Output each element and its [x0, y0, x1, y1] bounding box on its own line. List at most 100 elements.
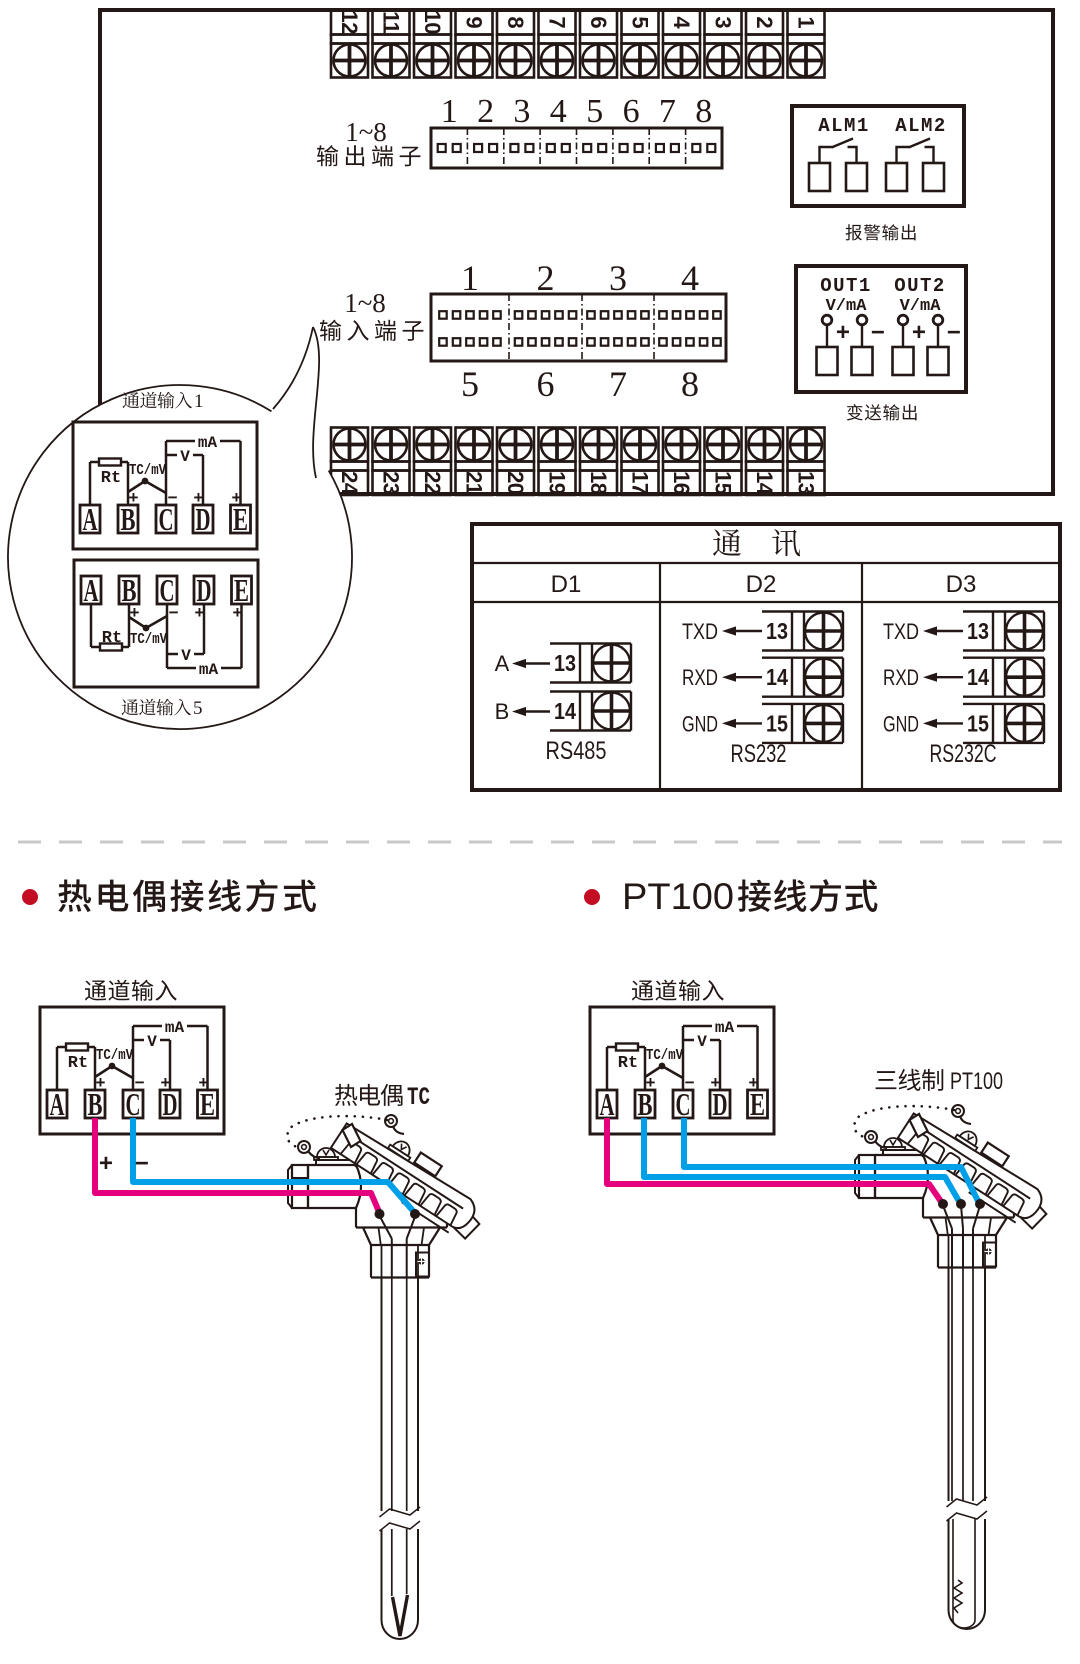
svg-text:E: E	[233, 501, 248, 537]
svg-text:D: D	[163, 1086, 178, 1122]
svg-text:PT100: PT100	[950, 1068, 1003, 1095]
svg-text:9: 9	[462, 16, 487, 28]
svg-text:V/mA: V/mA	[900, 297, 942, 316]
svg-text:1: 1	[194, 391, 204, 412]
svg-text:15: 15	[766, 710, 788, 736]
svg-text:4: 4	[669, 16, 694, 29]
svg-text:−: −	[135, 1152, 149, 1179]
svg-text:V/mA: V/mA	[826, 297, 868, 316]
svg-text:−: −	[134, 1075, 144, 1094]
svg-text:B: B	[121, 501, 136, 537]
svg-text:RXD: RXD	[883, 665, 919, 690]
svg-text:RS232: RS232	[731, 740, 787, 768]
svg-text:+: +	[194, 605, 204, 624]
svg-text:15: 15	[967, 710, 989, 736]
svg-text:13: 13	[554, 650, 576, 676]
svg-text:−: −	[947, 321, 961, 348]
svg-text:14: 14	[766, 664, 788, 690]
svg-text:TC/mV: TC/mV	[646, 1047, 683, 1064]
svg-text:5: 5	[461, 364, 479, 404]
svg-text:8: 8	[695, 93, 712, 130]
svg-text:18: 18	[586, 471, 611, 495]
svg-text:RS485: RS485	[546, 737, 607, 765]
svg-text:E: E	[234, 572, 249, 608]
svg-text:1: 1	[441, 93, 458, 130]
svg-text:6: 6	[586, 16, 611, 28]
svg-text:7: 7	[609, 364, 627, 404]
svg-text:ALM2: ALM2	[895, 115, 947, 137]
svg-text:14: 14	[752, 471, 777, 496]
svg-text:+: +	[128, 490, 138, 509]
svg-text:−: −	[684, 1075, 694, 1094]
svg-text:C: C	[159, 501, 174, 537]
svg-text:4: 4	[550, 93, 567, 130]
svg-text:RXD: RXD	[682, 665, 718, 690]
svg-text:GND: GND	[883, 711, 919, 736]
svg-text:1~8: 1~8	[345, 117, 387, 147]
svg-text:E: E	[750, 1086, 765, 1122]
svg-text:4: 4	[681, 258, 699, 298]
svg-text:1: 1	[461, 258, 479, 298]
svg-text:3: 3	[711, 16, 736, 28]
svg-text:A: A	[83, 501, 98, 537]
svg-text:B: B	[122, 572, 137, 608]
svg-text:B: B	[638, 1086, 653, 1122]
svg-text:ALM1: ALM1	[818, 115, 870, 137]
svg-text:+: +	[912, 321, 926, 348]
svg-text:V: V	[181, 647, 191, 665]
svg-text:−: −	[871, 321, 885, 348]
svg-text:2: 2	[752, 16, 777, 28]
svg-text:+: +	[710, 1075, 720, 1094]
svg-text:14: 14	[967, 664, 989, 690]
svg-text:13: 13	[766, 618, 788, 644]
svg-text:mA: mA	[198, 434, 218, 452]
svg-text:21: 21	[462, 471, 487, 495]
svg-text:C: C	[160, 572, 175, 608]
svg-text:TXD: TXD	[883, 619, 919, 644]
svg-text:1~8: 1~8	[344, 288, 386, 318]
svg-text:−: −	[167, 490, 177, 509]
svg-text:A: A	[50, 1086, 65, 1122]
svg-text:+: +	[232, 605, 242, 624]
svg-text:19: 19	[545, 471, 570, 495]
svg-text:2: 2	[477, 93, 494, 130]
svg-text:2: 2	[537, 258, 555, 298]
svg-text:TC: TC	[407, 1083, 430, 1112]
svg-text:16: 16	[669, 471, 694, 495]
svg-text:8: 8	[681, 364, 699, 404]
svg-text:+: +	[231, 490, 241, 509]
svg-text:TC/mV: TC/mV	[96, 1047, 133, 1064]
svg-text:13: 13	[794, 471, 819, 495]
svg-text:A: A	[84, 572, 99, 608]
svg-text:20: 20	[503, 471, 528, 495]
svg-text:+: +	[645, 1075, 655, 1094]
svg-text:Rt: Rt	[618, 1054, 638, 1073]
svg-text:Rt: Rt	[101, 469, 121, 488]
svg-text:OUT1: OUT1	[820, 275, 872, 297]
svg-text:+: +	[748, 1075, 758, 1094]
svg-text:RS232C: RS232C	[930, 740, 997, 768]
svg-text:5: 5	[586, 93, 603, 130]
svg-text:10: 10	[420, 10, 445, 34]
svg-text:23: 23	[379, 471, 404, 495]
svg-text:TC/mV: TC/mV	[130, 631, 167, 648]
svg-text:PT100: PT100	[622, 876, 734, 917]
svg-text:D: D	[197, 572, 212, 608]
svg-text:+: +	[99, 1152, 113, 1179]
svg-text:12: 12	[337, 10, 362, 34]
svg-text:V: V	[147, 1033, 157, 1051]
svg-text:C: C	[126, 1086, 141, 1122]
svg-text:V: V	[180, 448, 190, 466]
svg-text:mA: mA	[199, 661, 219, 679]
svg-text:B: B	[88, 1086, 103, 1122]
svg-text:15: 15	[711, 471, 736, 495]
svg-text:C: C	[676, 1086, 691, 1122]
svg-text:17: 17	[628, 471, 653, 495]
svg-text:13: 13	[967, 618, 989, 644]
svg-text:+: +	[129, 605, 139, 624]
svg-text:14: 14	[554, 698, 576, 724]
svg-text:TXD: TXD	[682, 619, 718, 644]
svg-text:GND: GND	[682, 711, 718, 736]
svg-text:B: B	[495, 699, 510, 724]
svg-text:OUT2: OUT2	[894, 275, 946, 297]
